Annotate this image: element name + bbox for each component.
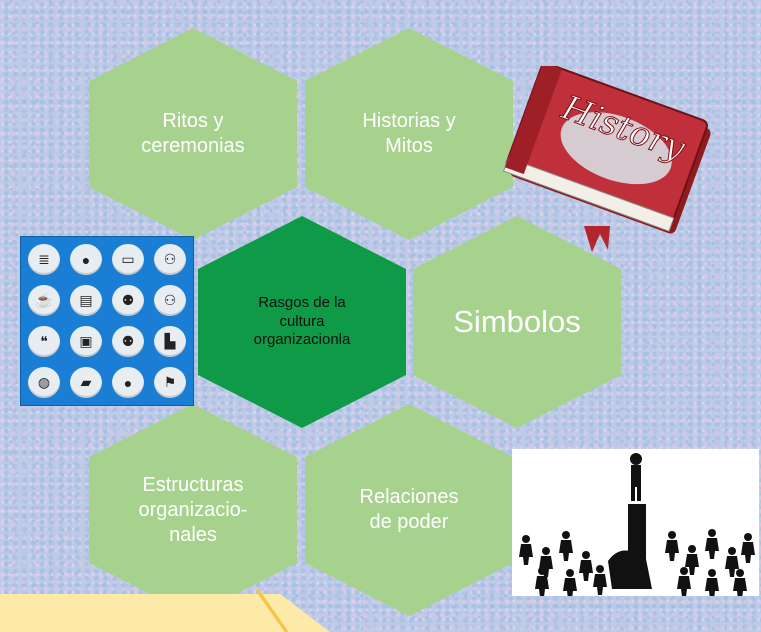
crowd-person [741, 533, 755, 563]
hex-label: Relaciones de poder [359, 486, 459, 533]
hex-label: Rasgos de la cultura organizacionla [253, 293, 351, 349]
hex-rasgos-cultura-organizacional: Rasgos de la cultura organizacionla [198, 216, 406, 428]
crowd-person [665, 531, 679, 561]
crowd-person [579, 551, 593, 581]
crowd-person [685, 545, 699, 575]
presenter-icon: ▙ [154, 326, 186, 357]
hex-ritos-y-ceremonias: Ritos y ceremonias [89, 28, 297, 240]
folder-icon: ▰ [70, 367, 102, 398]
crowd-person [519, 535, 533, 565]
group-icon: ⚇ [154, 285, 186, 316]
crowd-person [705, 529, 719, 559]
hex-label: Estructuras organizacio- nales [138, 473, 248, 546]
team-icon: ⚉ [112, 285, 144, 316]
document-icon: ≣ [28, 244, 60, 275]
hex-historias-y-mitos: Historias y Mitos [305, 28, 513, 240]
crowd-person [563, 569, 577, 599]
hex-estructuras-organizacionales: Estructuras organizacio- nales [89, 404, 297, 616]
crowd-person [539, 547, 553, 577]
meeting-icon: ⚉ [112, 326, 144, 357]
manager-icon: ● [112, 367, 144, 398]
network-icon: ⚇ [154, 244, 186, 275]
history-book-image: History [502, 66, 711, 252]
crowd-person [733, 569, 747, 599]
hex-label: Ritos y ceremonias [141, 110, 245, 157]
quote-icon: ❝ [28, 326, 60, 357]
flag-icon: ⚑ [154, 367, 186, 398]
briefcase-icon: ▣ [70, 326, 102, 357]
notepad-icon: ▤ [70, 285, 102, 316]
mug-icon: ☕ [28, 285, 60, 316]
crowd-person [535, 567, 549, 597]
hex-relaciones-de-poder: Relaciones de poder [305, 404, 513, 616]
business-icons-image: ≣ ● ▭ ⚇ ☕ ▤ ⚉ ⚇ ❝ ▣ ⚉ ▙ ◍ ▰ ● ⚑ [20, 236, 194, 406]
crowd-person [725, 547, 739, 577]
globe-icon: ◍ [28, 367, 60, 398]
crowd-person [593, 565, 607, 595]
leadership-crowd-image [512, 449, 759, 599]
crowd-person [705, 569, 719, 599]
printer-icon: ▭ [112, 244, 144, 275]
crowd-person [677, 567, 691, 597]
person-icon: ● [70, 244, 102, 275]
crowd-illustration [519, 453, 755, 599]
crowd-person [559, 531, 573, 561]
hex-label: Simbolos [453, 303, 581, 339]
hex-label: Historias y Mitos [362, 110, 456, 157]
